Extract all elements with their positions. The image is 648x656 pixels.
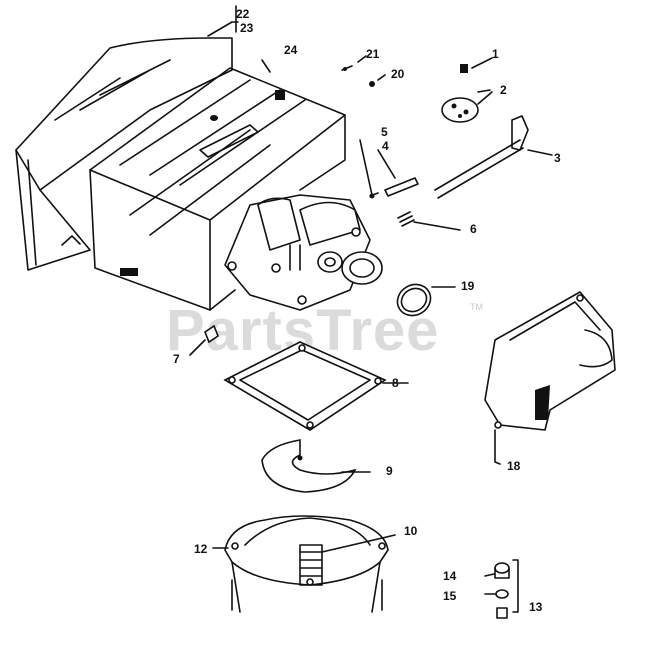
callout-1: 1 xyxy=(492,47,499,61)
callout-20: 20 xyxy=(391,67,405,81)
part-float xyxy=(261,439,371,493)
part-throttle-shaft xyxy=(434,115,553,199)
part-gasket xyxy=(223,341,409,431)
callout-10: 10 xyxy=(404,524,418,538)
part-o-ring xyxy=(396,283,456,317)
callout-2: 2 xyxy=(500,83,507,97)
callout-8: 8 xyxy=(392,376,399,390)
part-needle-seat xyxy=(484,559,519,619)
callout-13: 13 xyxy=(529,600,543,614)
callout-24: 24 xyxy=(284,43,298,57)
callout-14: 14 xyxy=(443,569,457,583)
part-float-bowl xyxy=(212,515,396,613)
watermark-trademark: TM xyxy=(470,302,483,312)
callout-21: 21 xyxy=(366,47,380,61)
part-screw-1 xyxy=(460,57,493,73)
part-air-filter-element xyxy=(61,67,346,311)
part-intake-manifold xyxy=(484,291,616,465)
part-carburetor-body xyxy=(224,194,383,311)
callout-23: 23 xyxy=(240,21,254,35)
callout-6: 6 xyxy=(470,222,477,236)
callout-19: 19 xyxy=(461,279,475,293)
callout-9: 9 xyxy=(386,464,393,478)
part-air-cleaner-cover xyxy=(15,21,239,271)
part-throttle-plate xyxy=(441,91,493,123)
part-plug xyxy=(189,324,219,356)
callout-22: 22 xyxy=(236,7,250,21)
part-screw-20-21 xyxy=(341,65,375,87)
callout-12: 12 xyxy=(194,542,208,556)
callout-3: 3 xyxy=(554,151,561,165)
callout-7: 7 xyxy=(173,352,180,366)
callout-4: 4 xyxy=(382,139,389,153)
callout-5: 5 xyxy=(381,125,388,139)
callout-18: 18 xyxy=(507,459,521,473)
callout-15: 15 xyxy=(443,589,457,603)
part-pin-spring xyxy=(359,139,419,199)
part-idle-screw xyxy=(397,211,461,231)
